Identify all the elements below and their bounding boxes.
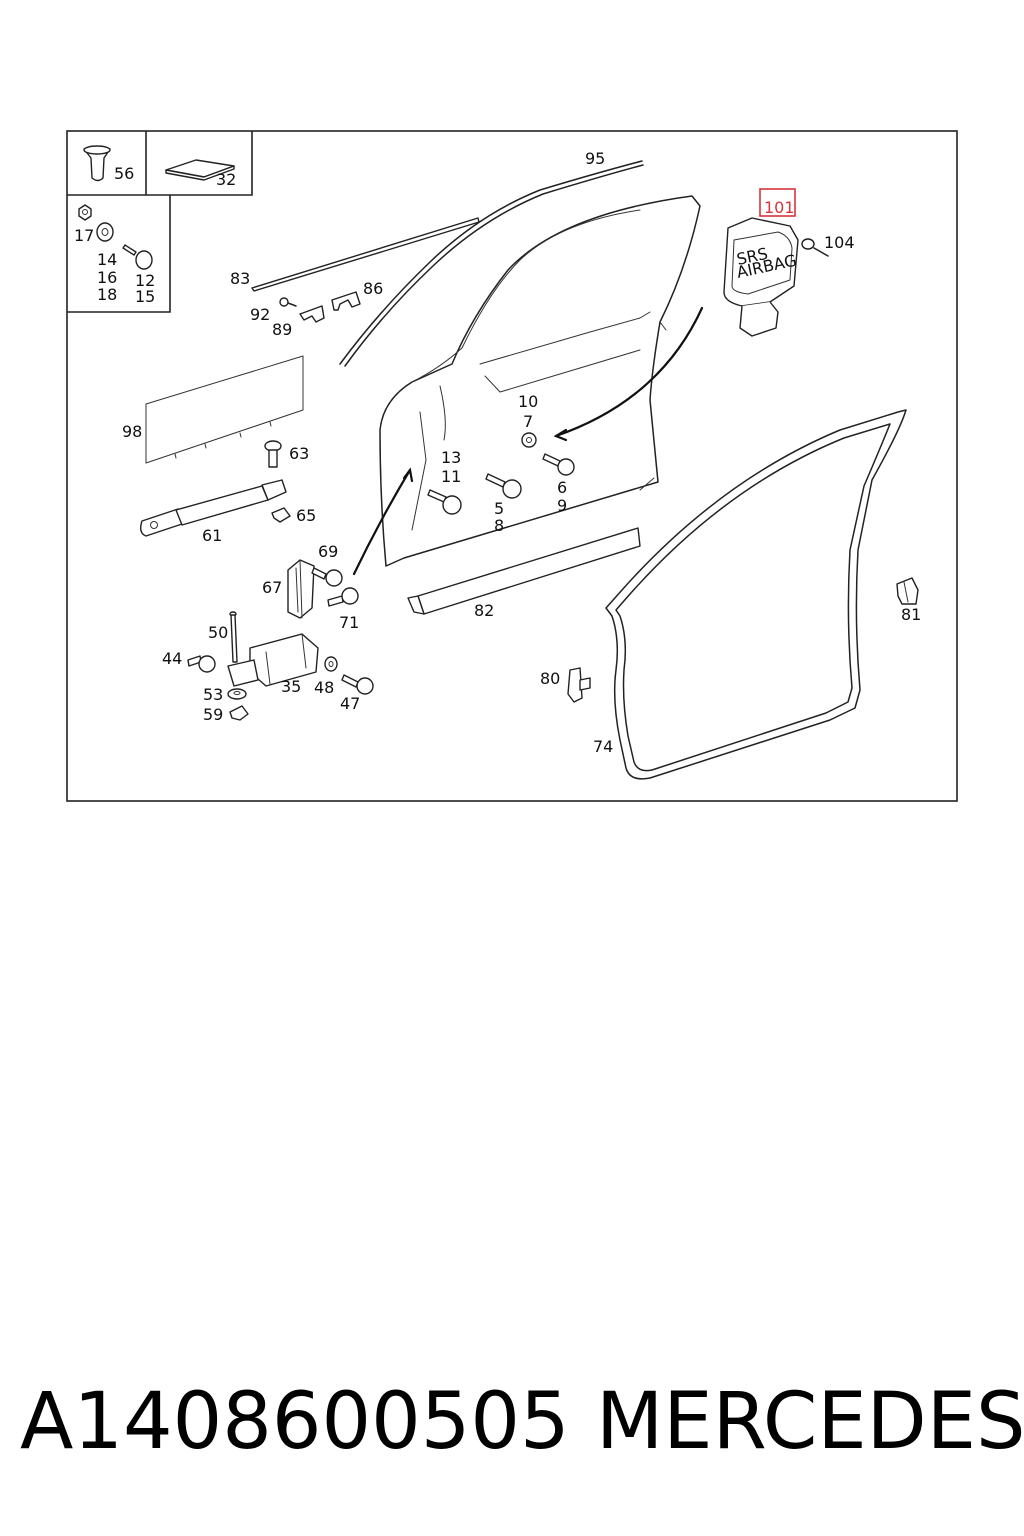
part-number-caption: A1408600505 bbox=[20, 1377, 570, 1467]
door-shell bbox=[379, 195, 701, 567]
callout-67: 67 bbox=[262, 578, 282, 597]
callout-89: 89 bbox=[272, 320, 292, 339]
callout-18: 18 bbox=[97, 285, 117, 304]
part-69-bolt bbox=[311, 567, 343, 587]
brand-caption: MERCEDES bbox=[596, 1377, 1024, 1467]
callout-101: 101 bbox=[764, 198, 795, 217]
callout-81: 81 bbox=[901, 605, 921, 624]
callout-69: 69 bbox=[318, 542, 338, 561]
part-92-clip bbox=[279, 297, 297, 307]
part-10-washer bbox=[521, 432, 537, 448]
part-81-clip bbox=[896, 577, 919, 605]
callout-56: 56 bbox=[114, 164, 134, 183]
part-71-bolt bbox=[327, 587, 359, 607]
callout-6: 6 bbox=[557, 478, 567, 497]
callout-11: 11 bbox=[441, 467, 461, 486]
part-13-bolt bbox=[427, 489, 462, 515]
callout-14: 14 bbox=[97, 250, 117, 269]
part-59-clip bbox=[229, 705, 249, 721]
part-12-bolt bbox=[122, 244, 153, 270]
callout-92: 92 bbox=[250, 305, 270, 324]
part-74-door-seal bbox=[605, 409, 907, 780]
part-101-srs-airbag: SRS AIRBAG bbox=[723, 217, 799, 337]
callout-59: 59 bbox=[203, 705, 223, 724]
callout-86: 86 bbox=[363, 279, 383, 298]
part-5-bolt bbox=[485, 473, 522, 499]
part-35-hinge bbox=[227, 633, 319, 687]
callout-47: 47 bbox=[340, 694, 360, 713]
part-6-bolt bbox=[542, 453, 575, 476]
part-95-molding-outer bbox=[339, 160, 643, 365]
part-82-sill-trim bbox=[407, 527, 641, 615]
callout-10: 10 bbox=[518, 392, 538, 411]
part-50-pin bbox=[229, 611, 238, 663]
callout-82: 82 bbox=[474, 601, 494, 620]
callout-12: 12 bbox=[135, 271, 155, 290]
part-67-hinge bbox=[287, 559, 315, 619]
part-65-clip bbox=[271, 507, 291, 523]
callout-98: 98 bbox=[122, 422, 142, 441]
callout-48: 48 bbox=[314, 678, 334, 697]
callout-71: 71 bbox=[339, 613, 359, 632]
callout-13: 13 bbox=[441, 448, 461, 467]
callout-53: 53 bbox=[203, 685, 223, 704]
part-48-washer bbox=[324, 656, 338, 672]
part-14-washer bbox=[96, 222, 114, 242]
callout-50: 50 bbox=[208, 623, 228, 642]
callout-7: 7 bbox=[523, 412, 533, 431]
part-53-washer bbox=[227, 688, 247, 700]
callout-74: 74 bbox=[593, 737, 613, 756]
part-89-clip bbox=[299, 305, 325, 323]
callout-9: 9 bbox=[557, 496, 567, 515]
callout-15: 15 bbox=[135, 287, 155, 306]
callout-104: 104 bbox=[824, 233, 855, 252]
part-98-film bbox=[145, 355, 304, 464]
callout-65: 65 bbox=[296, 506, 316, 525]
arrowhead-airbag-to-door bbox=[553, 428, 568, 442]
inset-box-top bbox=[67, 131, 253, 196]
part-61-door-check bbox=[139, 479, 287, 537]
callout-80: 80 bbox=[540, 669, 560, 688]
part-95-molding-inner bbox=[344, 164, 644, 367]
part-56-clip bbox=[83, 145, 111, 182]
part-47-bolt bbox=[341, 674, 374, 695]
part-44-bolt bbox=[187, 655, 216, 673]
callout-44: 44 bbox=[162, 649, 182, 668]
callout-101-highlight-box bbox=[759, 188, 796, 217]
callout-35: 35 bbox=[281, 677, 301, 696]
part-86-clip bbox=[331, 291, 361, 311]
part-63-bolt bbox=[264, 440, 282, 468]
arrowhead-hinge-to-door bbox=[402, 467, 414, 483]
part-104-screw bbox=[801, 238, 829, 257]
diagram-frame bbox=[66, 130, 958, 802]
part-17-nut bbox=[78, 204, 92, 221]
callout-5: 5 bbox=[494, 499, 504, 518]
callout-16: 16 bbox=[97, 268, 117, 287]
callout-63: 63 bbox=[289, 444, 309, 463]
part-32-pad bbox=[165, 159, 235, 181]
arrow-airbag-to-door bbox=[554, 306, 704, 438]
callout-32: 32 bbox=[216, 170, 236, 189]
callout-95: 95 bbox=[585, 149, 605, 168]
callout-61: 61 bbox=[202, 526, 222, 545]
arrow-hinge-to-door bbox=[352, 468, 412, 576]
inset-box-fasteners bbox=[67, 195, 171, 313]
callout-83: 83 bbox=[230, 269, 250, 288]
callout-17: 17 bbox=[74, 226, 94, 245]
part-80-clip bbox=[567, 667, 591, 703]
callout-8: 8 bbox=[494, 516, 504, 535]
